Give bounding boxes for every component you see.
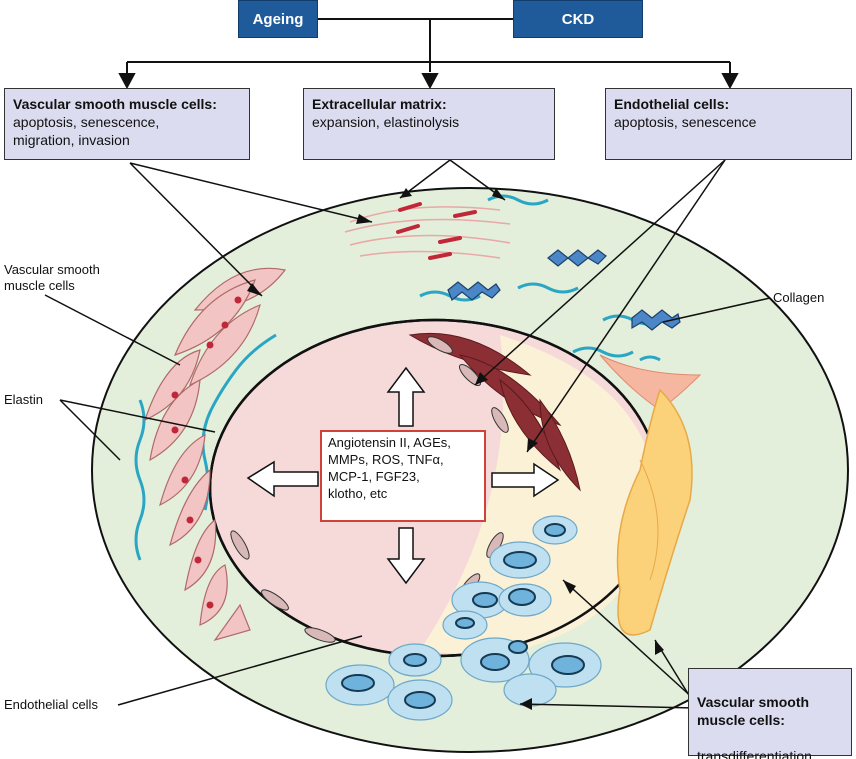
ecm-box-heading: Extracellular matrix: <box>312 96 447 112</box>
calcification-box: Vascular smooth muscle cells: transdiffe… <box>688 668 852 759</box>
ckd-box: CKD <box>513 0 643 38</box>
vsmc-nuclei <box>171 296 242 609</box>
vsmc-label: Vascular smooth muscle cells <box>4 262 100 293</box>
endo-box-heading: Endothelial cells: <box>614 96 730 112</box>
ageing-label: Ageing <box>252 10 304 28</box>
ageing-box: Ageing <box>238 0 318 38</box>
ckd-label: CKD <box>561 10 595 28</box>
top-connectors <box>118 18 739 90</box>
calcification-box-heading: Vascular smooth muscle cells: <box>697 694 810 728</box>
transdifferentiated-cells <box>599 354 702 636</box>
elastin-fragments <box>396 202 477 260</box>
vsmc-box-text: apoptosis, senescence, migration, invasi… <box>13 114 160 148</box>
diffusion-arrows <box>246 366 560 585</box>
mediators-box: Angiotensin II, AGEs, MMPs, ROS, TNFα, M… <box>320 430 486 522</box>
endothelial-label: Endothelial cells <box>4 697 98 712</box>
collagen-fibres <box>447 249 681 331</box>
vsmc-box: Vascular smooth muscle cells: apoptosis,… <box>4 88 250 160</box>
endo-box-text: apoptosis, senescence <box>614 114 757 130</box>
ecm-box-text: expansion, elastinolysis <box>312 114 460 130</box>
pointer-arrowheads <box>247 188 664 710</box>
calcification-box-text: transdifferentiation and calcification <box>697 748 812 759</box>
endo-box: Endothelial cells: apoptosis, senescence <box>605 88 852 160</box>
ecm-box: Extracellular matrix: expansion, elastin… <box>303 88 555 160</box>
calcified-cells <box>325 515 602 721</box>
elastin-label: Elastin <box>4 392 44 407</box>
endothelial-lining <box>230 336 509 643</box>
collagen-label: Collagen <box>773 290 825 305</box>
vsmc-box-heading: Vascular smooth muscle cells: <box>13 96 217 112</box>
